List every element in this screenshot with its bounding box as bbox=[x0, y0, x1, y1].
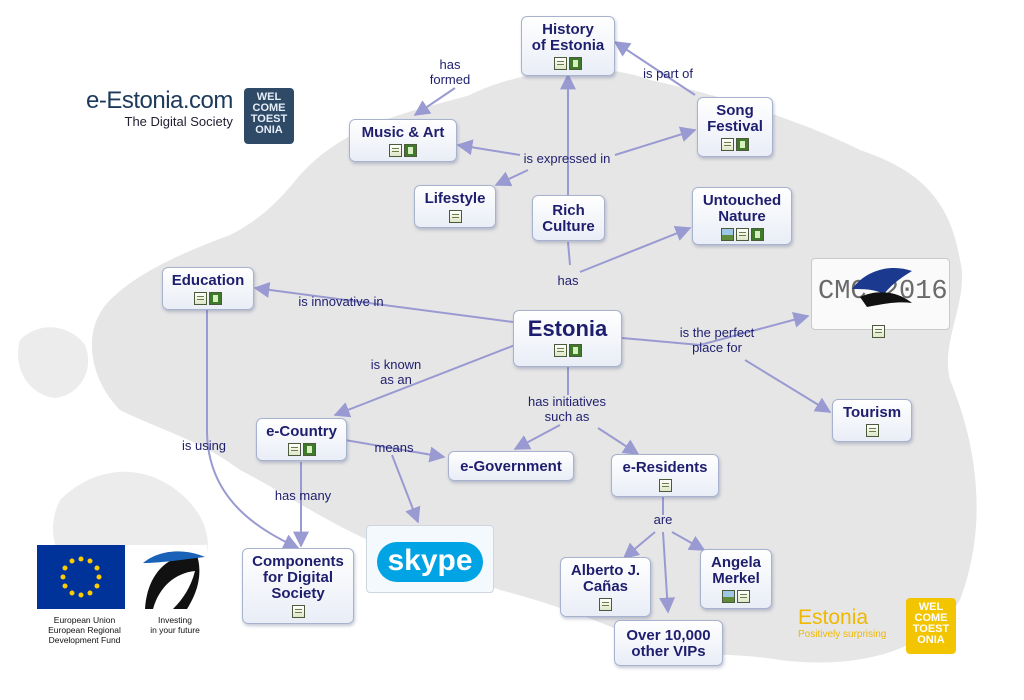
concept-e-government[interactable]: e-Government bbox=[448, 451, 574, 481]
document-icon[interactable] bbox=[291, 605, 305, 618]
link-label-is-expressed-in: is expressed in bbox=[523, 151, 611, 166]
e-estonia-logo: e-Estonia.com The Digital Society bbox=[86, 88, 233, 130]
link-label-has-many: has many bbox=[274, 488, 332, 503]
image-icon[interactable] bbox=[720, 228, 734, 241]
concept-angela-merkel[interactable]: Angela Merkel bbox=[700, 549, 772, 609]
document-icon[interactable] bbox=[865, 424, 879, 437]
concept-estonia[interactable]: Estonia bbox=[513, 310, 622, 367]
cmc-2016-logo: CMC 2016 bbox=[811, 258, 950, 330]
skype-logo-text: skype bbox=[377, 542, 483, 582]
link-label-has: has bbox=[557, 273, 579, 288]
media-icon[interactable] bbox=[569, 57, 582, 70]
document-icon[interactable] bbox=[658, 479, 672, 492]
link-label-has-formed: has formed bbox=[429, 57, 471, 87]
concept-alberto-canas[interactable]: Alberto J. Cañas bbox=[560, 557, 651, 617]
document-icon[interactable] bbox=[735, 228, 749, 241]
document-icon[interactable] bbox=[872, 325, 885, 338]
concept-over-10000-other-vips[interactable]: Over 10,000 other VIPs bbox=[614, 620, 723, 666]
concept-cmc-icons[interactable] bbox=[872, 325, 885, 338]
media-icon[interactable] bbox=[302, 443, 316, 456]
media-icon[interactable] bbox=[404, 144, 417, 157]
link-label-is-part-of: is part of bbox=[643, 66, 693, 81]
eu-fund-caption: European Union European Regional Develop… bbox=[48, 615, 121, 645]
eu-stars-and-flag-graphic bbox=[60, 551, 205, 609]
link-label-has-initiatives-such-as: has initiatives such as bbox=[527, 394, 607, 424]
concept-components-for-digital-society[interactable]: Components for Digital Society bbox=[242, 548, 354, 624]
welcome-to-estonia-logo-gold: WEL COME TOEST ONIA bbox=[906, 598, 956, 654]
link-label-are: are bbox=[653, 512, 673, 527]
concept-music-and-art[interactable]: Music & Art bbox=[349, 119, 457, 162]
estonia-brand-tagline: Positively surprising bbox=[798, 629, 887, 640]
e-estonia-title: e-Estonia.com bbox=[86, 87, 233, 114]
image-icon[interactable] bbox=[722, 590, 735, 603]
concept-song-festival[interactable]: Song Festival bbox=[697, 97, 773, 157]
link-label-is-the-perfect-place-for: is the perfect place for bbox=[679, 325, 755, 355]
concept-education[interactable]: Education bbox=[162, 267, 254, 310]
concept-tourism[interactable]: Tourism bbox=[832, 399, 912, 442]
link-label-is-known-as-an: is known as an bbox=[370, 357, 422, 387]
investing-caption: Investing in your future bbox=[150, 615, 200, 635]
skype-logo: skype bbox=[366, 525, 494, 593]
link-label-is-innovative-in: is innovative in bbox=[298, 294, 384, 309]
link-label-means: means bbox=[374, 440, 414, 455]
concept-e-residents[interactable]: e-Residents bbox=[611, 454, 719, 497]
document-icon[interactable] bbox=[554, 57, 567, 70]
media-icon[interactable] bbox=[750, 228, 764, 241]
document-icon[interactable] bbox=[194, 292, 207, 305]
estonia-brand-name: Estonia bbox=[798, 606, 869, 629]
cmc-bird-icon bbox=[852, 268, 912, 307]
document-icon[interactable] bbox=[737, 590, 750, 603]
eu-flag-icon bbox=[37, 545, 125, 609]
concept-untouched-nature[interactable]: Untouched Nature bbox=[692, 187, 792, 245]
concept-lifestyle[interactable]: Lifestyle bbox=[414, 185, 496, 228]
eu-fund-logo: European Union European Regional Develop… bbox=[37, 545, 207, 649]
concept-e-country[interactable]: e-Country bbox=[256, 418, 347, 461]
document-icon[interactable] bbox=[599, 598, 612, 611]
media-icon[interactable] bbox=[736, 138, 749, 151]
document-icon[interactable] bbox=[553, 344, 567, 357]
welcome-to-estonia-logo-dark: WEL COME TOEST ONIA bbox=[244, 88, 294, 144]
document-icon[interactable] bbox=[389, 144, 402, 157]
concept-rich-culture[interactable]: Rich Culture bbox=[532, 195, 605, 241]
document-icon[interactable] bbox=[721, 138, 734, 151]
media-icon[interactable] bbox=[209, 292, 222, 305]
concept-history-of-estonia[interactable]: History of Estonia bbox=[521, 16, 615, 76]
document-icon[interactable] bbox=[287, 443, 301, 456]
document-icon[interactable] bbox=[448, 210, 462, 223]
link-label-is-using: is using bbox=[181, 438, 227, 453]
e-estonia-subtitle: The Digital Society bbox=[124, 114, 233, 129]
estonia-brand-logo: Estonia Positively surprising bbox=[798, 607, 886, 641]
media-icon[interactable] bbox=[568, 344, 582, 357]
